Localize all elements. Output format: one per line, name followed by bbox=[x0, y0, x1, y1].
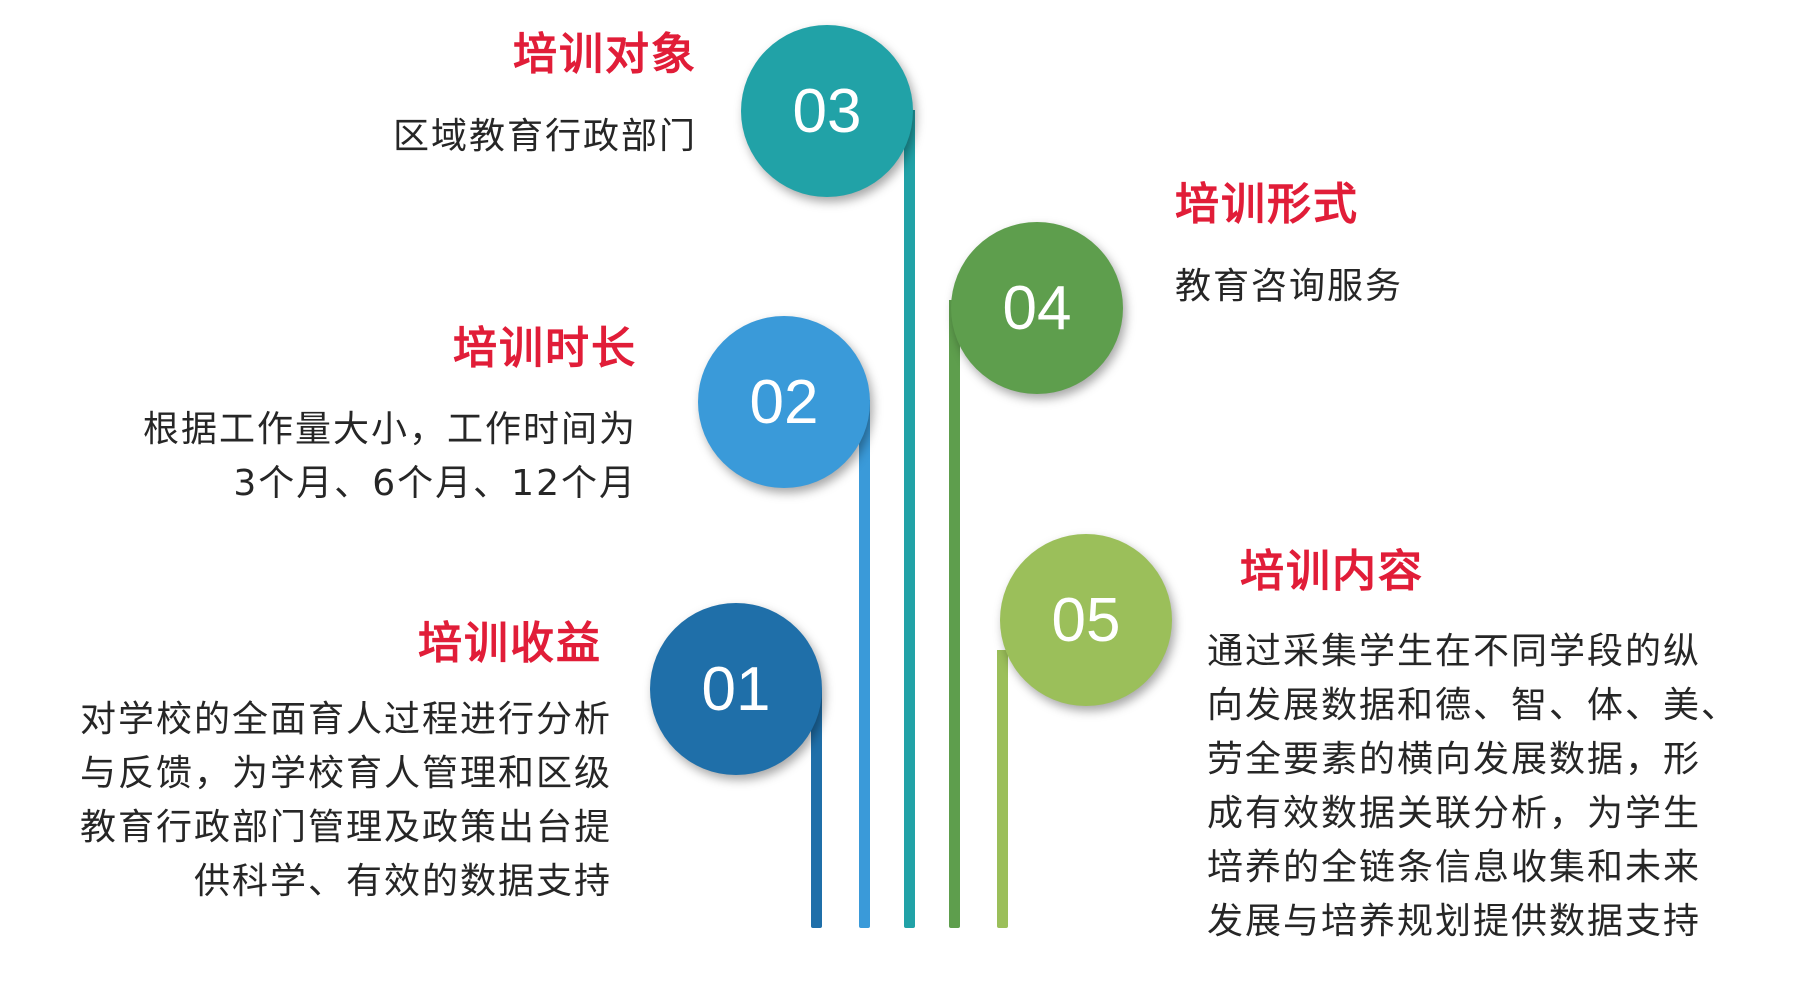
stem-01 bbox=[811, 690, 822, 928]
stem-03 bbox=[904, 110, 915, 928]
stem-05 bbox=[997, 650, 1008, 928]
desc-05-line-3: 劳全要素的横向发展数据，形 bbox=[1207, 739, 1702, 780]
title-01: 培训收益 bbox=[418, 618, 602, 669]
desc-05-line-4: 成有效数据关联分析，为学生 bbox=[1207, 793, 1702, 834]
step-circle-05: 05 bbox=[1000, 534, 1172, 706]
desc-02: 根据工作量大小，工作时间为 3个月、6个月、12个月 bbox=[143, 403, 637, 511]
step-number-02: 02 bbox=[749, 367, 819, 437]
step-circle-02: 02 bbox=[698, 316, 870, 488]
desc-03: 区域教育行政部门 bbox=[393, 110, 697, 164]
title-03: 培训对象 bbox=[513, 29, 697, 80]
desc-05-line-1: 通过采集学生在不同学段的纵 bbox=[1207, 631, 1702, 672]
desc-05-line-5: 培养的全链条信息收集和未来 bbox=[1207, 847, 1702, 888]
desc-03-line-1: 区域教育行政部门 bbox=[392, 116, 697, 157]
title-04: 培训形式 bbox=[1175, 179, 1359, 230]
step-number-04: 04 bbox=[1002, 273, 1072, 343]
step-circle-04: 04 bbox=[951, 222, 1123, 394]
desc-01: 对学校的全面育人过程进行分析 与反馈，为学校育人管理和区级 教育行政部门管理及政… bbox=[80, 693, 612, 909]
stem-04 bbox=[949, 300, 960, 928]
desc-01-line-1: 对学校的全面育人过程进行分析 bbox=[79, 699, 612, 740]
desc-02-line-2: 3个月、6个月、12个月 bbox=[233, 463, 637, 504]
step-number-05: 05 bbox=[1051, 585, 1121, 655]
title-05: 培训内容 bbox=[1240, 546, 1424, 597]
step-circle-01: 01 bbox=[650, 603, 822, 775]
step-circle-03: 03 bbox=[741, 25, 913, 197]
desc-05-line-2: 向发展数据和德、智、体、美、 bbox=[1207, 685, 1740, 726]
stem-02 bbox=[859, 400, 870, 928]
desc-02-line-1: 根据工作量大小，工作时间为 bbox=[142, 409, 637, 450]
desc-01-line-2: 与反馈，为学校育人管理和区级 bbox=[79, 753, 612, 794]
desc-04: 教育咨询服务 bbox=[1175, 260, 1403, 314]
step-number-03: 03 bbox=[792, 76, 862, 146]
title-02: 培训时长 bbox=[453, 323, 637, 374]
desc-05: 通过采集学生在不同学段的纵 向发展数据和德、智、体、美、 劳全要素的横向发展数据… bbox=[1207, 625, 1739, 949]
desc-01-line-3: 教育行政部门管理及政策出台提 bbox=[79, 807, 612, 848]
desc-05-line-6: 发展与培养规划提供数据支持 bbox=[1207, 901, 1702, 942]
step-number-01: 01 bbox=[701, 654, 771, 724]
desc-04-line-1: 教育咨询服务 bbox=[1175, 266, 1404, 307]
desc-01-line-4: 供科学、有效的数据支持 bbox=[193, 861, 612, 902]
